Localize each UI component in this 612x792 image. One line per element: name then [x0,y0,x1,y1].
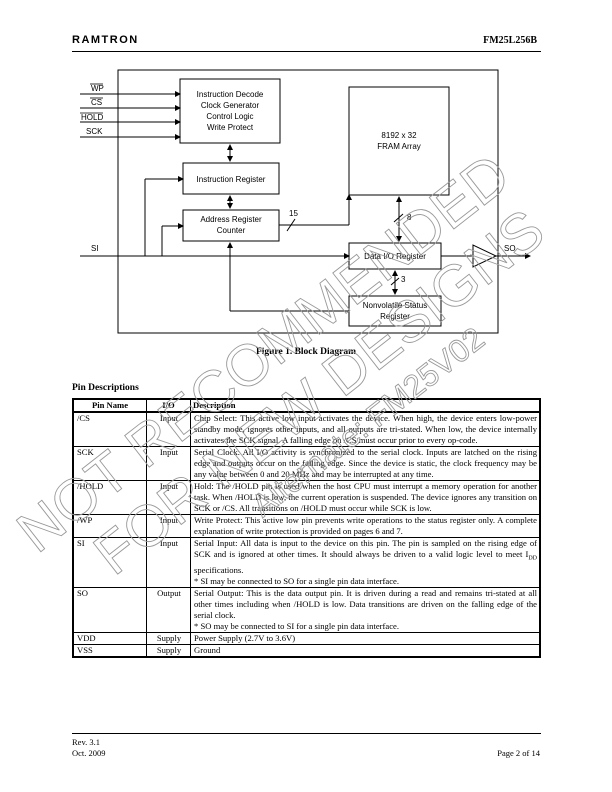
control-line-2: Clock Generator [201,101,260,110]
pin-description: Write Protect: This active low pin preve… [190,514,541,538]
header-io: I/O [146,398,191,413]
pin-description: Ground [190,643,541,658]
pin-table: Pin Name I/O Description /CS Input Chip … [72,398,541,658]
instruction-register-label: Instruction Register [197,175,266,184]
status-bus-width: 3 [401,275,406,284]
pin-io: Input [146,411,191,447]
table-row: /CS Input Chip Select: This active low i… [72,411,541,447]
table-row: /HOLD Input Hold: The /HOLD pin is used … [72,480,541,515]
pin-name: VSS [72,643,147,658]
control-line-4: Write Protect [207,123,254,132]
pin-io: Input [146,537,191,588]
pin-name: /HOLD [72,480,147,515]
table-row: /WP Input Write Protect: This active low… [72,514,541,538]
control-line-3: Control Logic [206,112,253,121]
pin-io: Input [146,446,191,481]
pin-io: Supply [146,643,191,658]
pin-io: Input [146,480,191,515]
control-line-1: Instruction Decode [197,90,264,99]
footer-revision: Rev. 3.1 Oct. 2009 [72,737,106,759]
address-register-line-2: Counter [217,226,246,235]
pin-description: Serial Input: All data is input to the d… [190,537,541,588]
pin-name: VDD [72,631,147,645]
figure-caption: Figure 1. Block Diagram [255,347,357,357]
table-row: SI Input Serial Input: All data is input… [72,537,541,588]
pin-name: /CS [72,411,147,447]
input-wp-label: WP [91,84,104,93]
ramtron-logo: RAMTRON [72,34,139,46]
pin-name: SCK [72,446,147,481]
part-number: FM25L256B [483,35,537,46]
pin-descriptions-title: Pin Descriptions [72,383,139,393]
si-label: SI [91,244,99,253]
fram-array-block [348,86,450,196]
table-row: VDD Supply Power Supply (2.7V to 3.6V) [72,631,541,645]
output-buffer-icon [472,244,498,268]
fram-size: 8192 x 32 [381,131,417,140]
pin-description: Chip Select: This active low input activ… [190,411,541,447]
block-diagram: Instruction Decode Clock Generator Contr… [80,69,531,334]
footer-rule [72,733,541,734]
header-description: Description [190,398,541,413]
pin-io: Supply [146,631,191,645]
pin-io: Output [146,586,191,633]
pin-description: Serial Output: This is the data output p… [190,586,541,633]
pin-description: Hold: The /HOLD pin is used when the hos… [190,480,541,515]
pin-description: Power Supply (2.7V to 3.6V) [190,631,541,645]
pin-name: /WP [72,514,147,538]
pin-io: Input [146,514,191,538]
page-number: Page 2 of 14 [497,748,540,758]
input-cs-label: CS [91,98,102,107]
header-rule [72,51,541,52]
input-sck-label: SCK [86,127,103,136]
input-hold-label: HOLD [81,113,103,122]
data-io-register-label: Data I/O Register [364,252,426,261]
status-register-line-1: Nonvolatile Status [363,301,427,310]
address-bus-width: 15 [289,209,298,218]
fram-label: FRAM Array [377,142,421,151]
status-register-line-2: Register [380,312,410,321]
chip-boundary [117,69,499,334]
header-pin-name: Pin Name [72,398,147,413]
control-block [179,78,281,144]
revision: Rev. 3.1 [72,737,101,747]
data-bus-width: 8 [407,213,412,222]
address-register-line-1: Address Register [200,215,262,224]
pin-description: Serial Clock: All I/O activity is synchr… [190,446,541,481]
table-row: SO Output Serial Output: This is the dat… [72,586,541,633]
revision-date: Oct. 2009 [72,748,106,758]
pin-name: SI [72,537,147,588]
so-label: SO [504,244,516,253]
table-row: SCK Input Serial Clock: All I/O activity… [72,446,541,481]
pin-name: SO [72,586,147,633]
table-row: VSS Supply Ground [72,643,541,658]
